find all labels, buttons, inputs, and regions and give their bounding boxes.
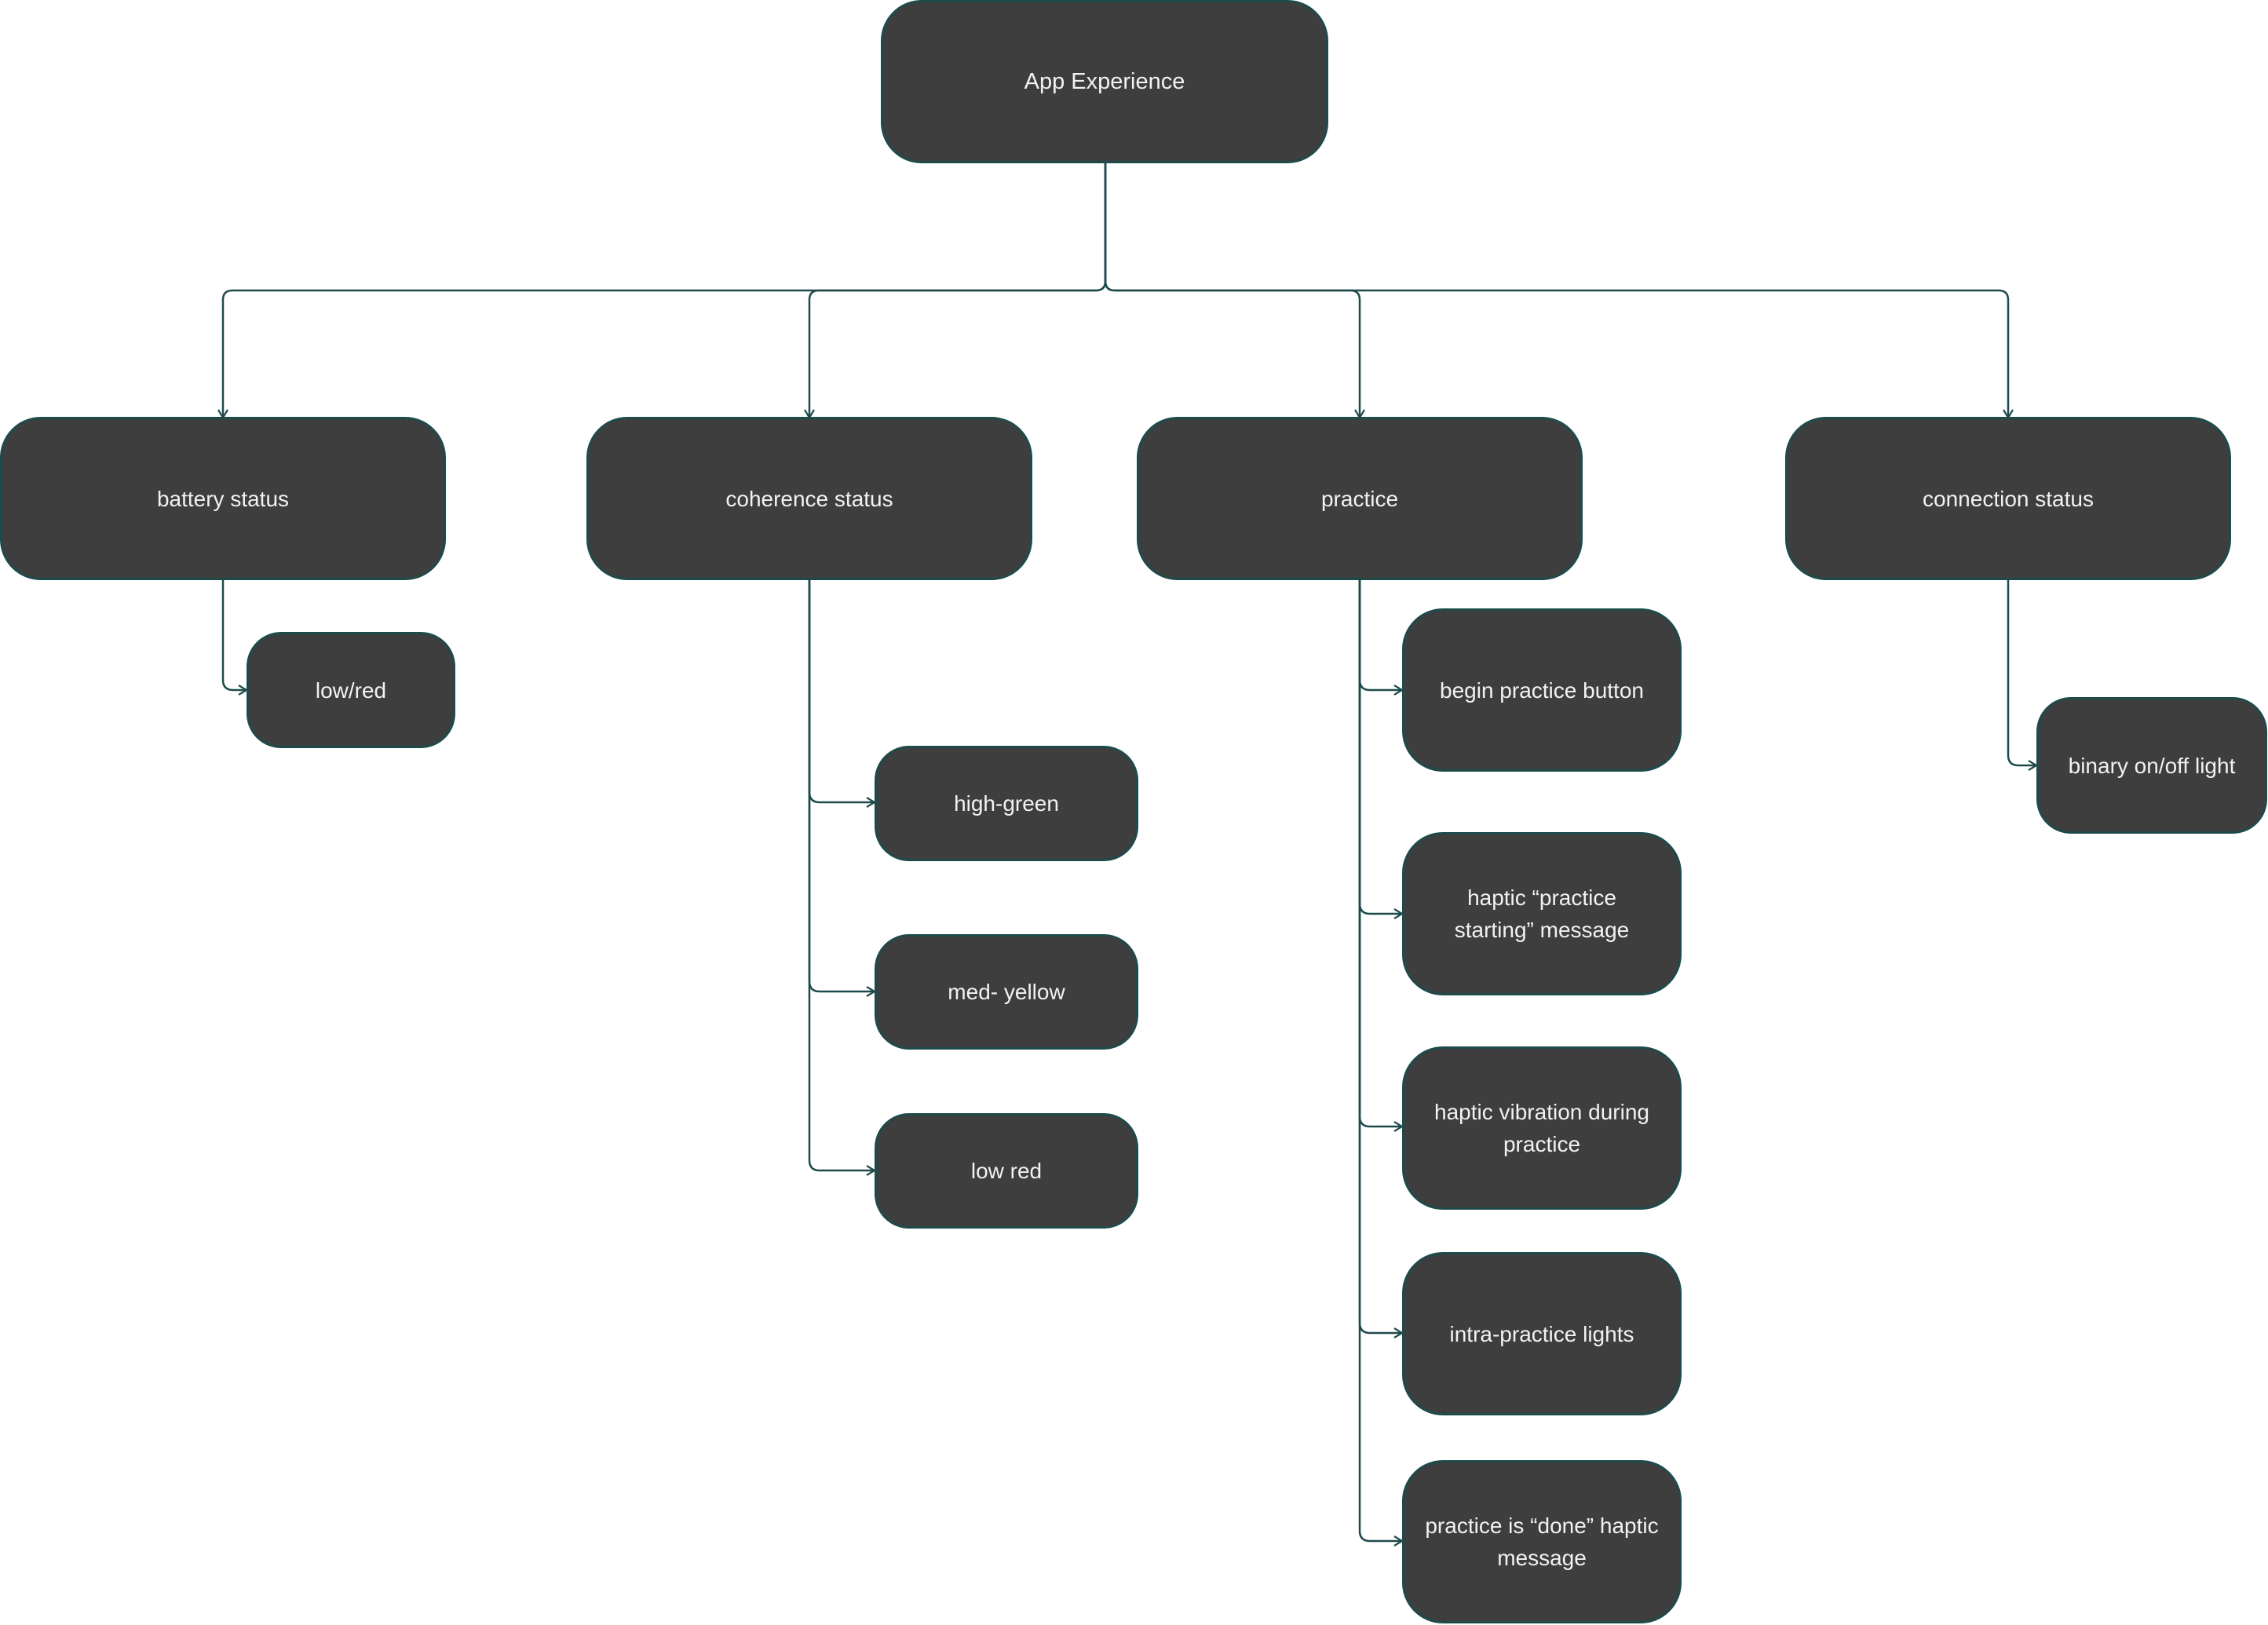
node-root-app-experience: App Experience bbox=[881, 0, 1328, 163]
connector-root-to-connection bbox=[1104, 163, 2014, 420]
connector-root-to-coherence bbox=[804, 163, 1107, 420]
node-connection-binary-light: binary on/off light bbox=[2036, 697, 2267, 834]
node-connection-status: connection status bbox=[1785, 417, 2231, 580]
connector-practice-to-intra-lights bbox=[1358, 580, 1404, 1338]
connector-practice-to-haptic-starting bbox=[1358, 580, 1404, 919]
node-battery-status: battery status bbox=[0, 417, 446, 580]
connector-practice-to-begin bbox=[1358, 580, 1404, 696]
node-practice-done-haptic: practice is “done” haptic message bbox=[1402, 1460, 1682, 1623]
node-coherence-low-red: low red bbox=[875, 1113, 1138, 1229]
node-coherence-status: coherence status bbox=[586, 417, 1032, 580]
connector-practice-to-haptic-vibration bbox=[1358, 580, 1404, 1132]
node-practice-intra-lights: intra-practice lights bbox=[1402, 1252, 1682, 1415]
connector-coherence-to-med-yellow bbox=[808, 580, 877, 997]
node-coherence-high-green: high-green bbox=[875, 746, 1138, 861]
connector-connection-to-binary-light bbox=[2007, 580, 2039, 771]
node-practice-begin-button: begin practice button bbox=[1402, 608, 1682, 772]
node-battery-low-red: low/red bbox=[247, 632, 455, 748]
node-coherence-med-yellow: med- yellow bbox=[875, 934, 1138, 1050]
node-practice: practice bbox=[1137, 417, 1583, 580]
node-practice-haptic-starting: haptic “practice starting” message bbox=[1402, 832, 1682, 995]
connector-practice-to-done-haptic bbox=[1358, 580, 1404, 1546]
connector-battery-to-low-red bbox=[221, 580, 249, 696]
node-practice-haptic-vibration: haptic vibration during practice bbox=[1402, 1046, 1682, 1210]
connector-coherence-to-high-green bbox=[808, 580, 877, 808]
connector-coherence-to-low-red bbox=[808, 580, 877, 1176]
